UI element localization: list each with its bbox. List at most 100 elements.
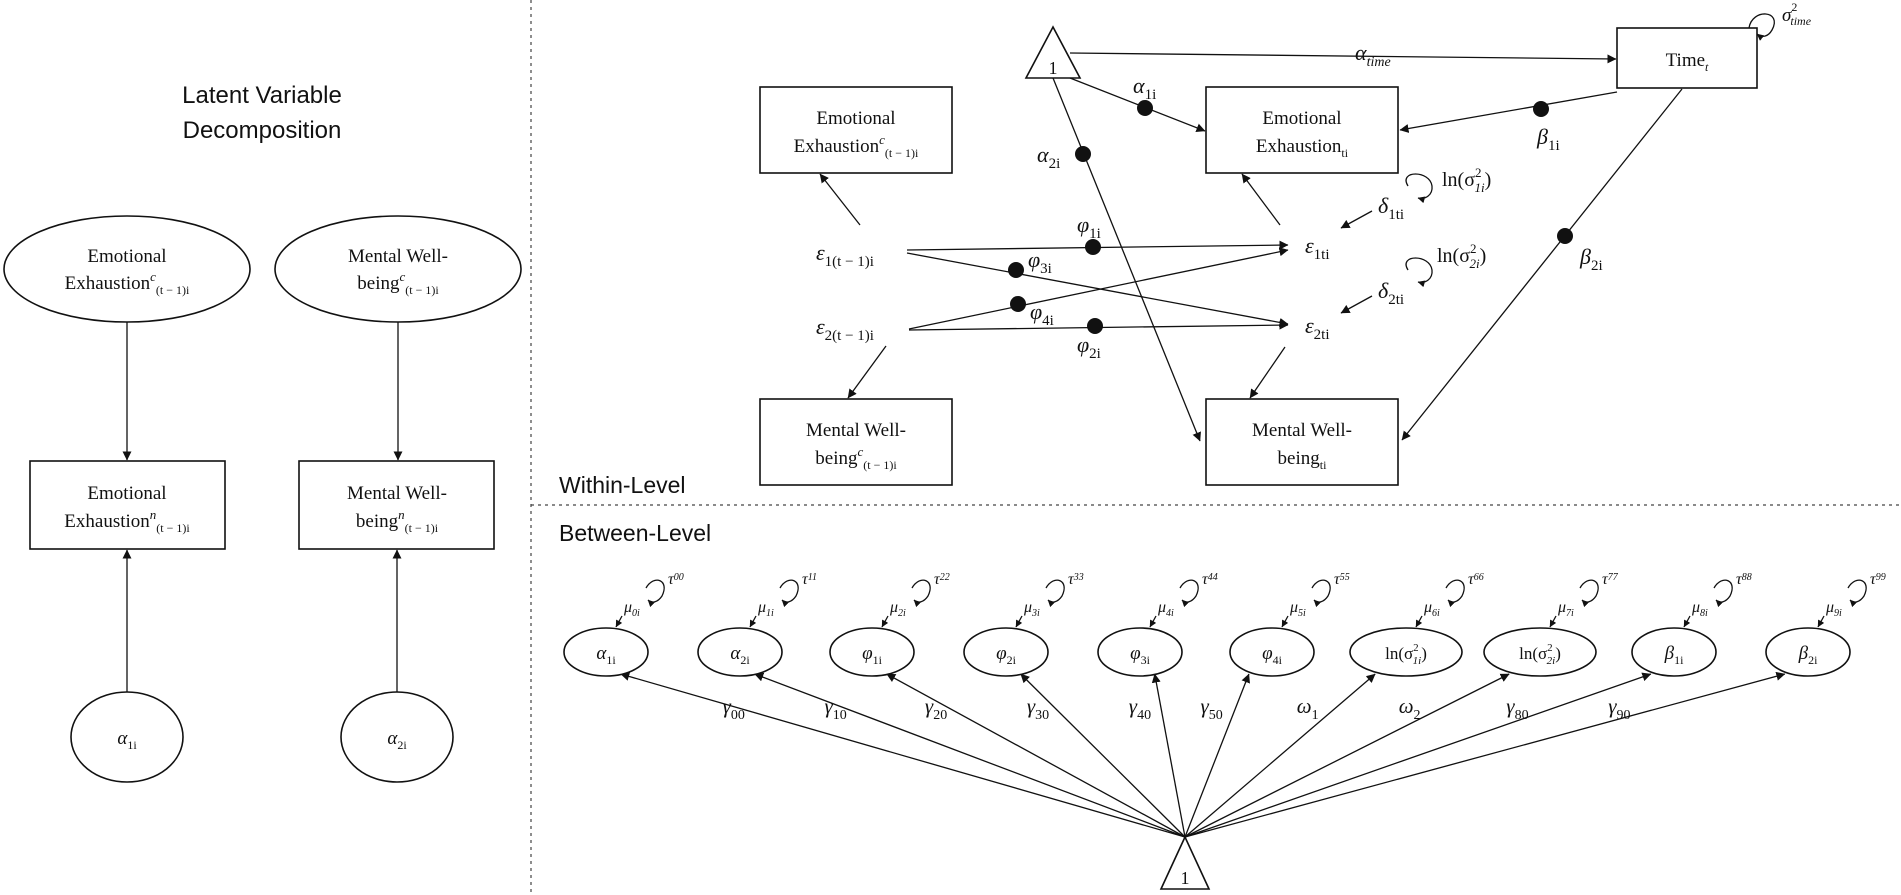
ee-lag-line2: Exhaustionc(t − 1)i [794, 132, 919, 160]
re-9-path [1184, 672, 1652, 838]
re-10-tau-label: τ99 [1870, 571, 1886, 588]
re-10-mu-label: μ9i [1825, 599, 1842, 619]
re-5-mu-label: μ4i [1157, 599, 1174, 619]
ee-lag-line1: Emotional [816, 108, 895, 129]
mw-box [1205, 398, 1399, 486]
re-6-variance-loop [1311, 579, 1331, 608]
re-9-variance-loop [1713, 579, 1733, 608]
delta2-arrow [1340, 295, 1373, 314]
re-4-mu-arrow [1015, 615, 1023, 628]
e2-to-mw [1249, 346, 1286, 399]
ee-observed-line2: Exhaustionn(t − 1)i [64, 507, 190, 535]
re-3-path [886, 673, 1186, 838]
beta1i-path [1399, 91, 1618, 133]
re-6-mu-arrow [1281, 615, 1289, 628]
re-10-variance-loop [1847, 579, 1867, 608]
re-8-tau-label: τ77 [1602, 571, 1619, 588]
phi3-dot [1008, 262, 1024, 278]
phi4-path [908, 247, 1289, 330]
between-level-panel: Between-Level 1 α1iμ0iτ00γ00α2iμ1iτ11γ10… [559, 520, 1886, 890]
beta2i-path [1401, 88, 1683, 441]
phi2-label: φ2i [1077, 332, 1101, 362]
alpha1i-label: α1i [1133, 73, 1156, 103]
re-2-coef-label: γ10 [825, 694, 847, 723]
re-1-label: α1i [596, 643, 616, 667]
re-10-coef-label: γ90 [1608, 694, 1630, 723]
re-9-label: β1i [1664, 643, 1684, 667]
re-4-tau-label: τ33 [1068, 571, 1084, 588]
re-9-ellipse [1631, 627, 1717, 677]
re-2-label: α2i [730, 643, 750, 667]
time-box [1616, 27, 1758, 89]
epsilon1-label: ε1ti [1305, 233, 1330, 263]
alpha-time-label: αtime [1355, 40, 1391, 70]
re-7-mu-arrow [1415, 615, 1423, 628]
re-1-mu-label: μ0i [623, 599, 640, 619]
mw-latent-line1: Mental Well- [348, 246, 448, 267]
beta2i-dot [1557, 228, 1573, 244]
mw-observed-box [298, 460, 495, 550]
re-7-ellipse [1349, 627, 1463, 677]
between-constant-triangle [1159, 835, 1211, 890]
ee-latent-line1: Emotional [87, 246, 166, 267]
beta2i-label: β2i [1579, 244, 1603, 274]
re-2-mu-arrow [749, 615, 757, 628]
delta1-label: δ1ti [1378, 193, 1404, 223]
re-5-coef-label: γ40 [1129, 694, 1151, 723]
re-6-mu-label: μ5i [1289, 599, 1306, 619]
re-7-path [1184, 673, 1376, 838]
mw-line2: beingti [1278, 448, 1328, 472]
re-8-mu-arrow [1549, 615, 1557, 628]
re-1-coef-label: γ00 [723, 694, 745, 723]
re-3-mu-label: μ2i [889, 599, 906, 619]
re-10-path [1184, 671, 1786, 838]
re-8-ellipse [1483, 627, 1597, 677]
phi2-dot [1087, 318, 1103, 334]
re-7-variance-loop [1445, 579, 1465, 608]
re-8-coef-label: ω2 [1399, 694, 1421, 723]
re-6-label: φ4i [1262, 643, 1283, 667]
alpha2i-dot [1075, 146, 1091, 162]
alpha2i-path [1052, 77, 1201, 442]
mw-line1: Mental Well- [1252, 420, 1352, 441]
epsilon2-label: ε2ti [1305, 313, 1330, 343]
re-5-label: φ3i [1130, 643, 1151, 667]
re-3-variance-loop [911, 579, 931, 608]
ee-box [1205, 86, 1399, 174]
decomposition-panel: Latent Variable Decomposition Emotional … [3, 82, 522, 783]
re-5-mu-arrow [1149, 615, 1157, 628]
re-3-mu-arrow [881, 615, 889, 628]
beta1i-dot [1533, 101, 1549, 117]
delta1-variance-loop [1405, 173, 1433, 204]
alpha1i-dot [1137, 100, 1153, 116]
re-5-variance-loop [1179, 579, 1199, 608]
re-2-variance-loop [779, 579, 799, 608]
ee-line2: Exhaustionti [1256, 136, 1349, 160]
time-variance-loop [1748, 13, 1775, 41]
re-1-ellipse [563, 627, 649, 677]
re-3-coef-label: γ20 [925, 694, 947, 723]
beta1i-label: β1i [1536, 124, 1560, 154]
re-9-mu-label: μ8i [1691, 599, 1708, 619]
re-7-coef-label: ω1 [1297, 694, 1319, 723]
re-1-mu-arrow [615, 615, 623, 628]
re-8-variance-loop [1579, 579, 1599, 608]
within-level-label: Within-Level [559, 472, 686, 498]
re-8-mu-label: μ7i [1557, 599, 1574, 619]
re-5-ellipse [1097, 627, 1183, 677]
phi1-label: φ1i [1077, 212, 1101, 242]
ee-latent-ellipse [3, 215, 251, 323]
re-7-mu-label: μ6i [1423, 599, 1440, 619]
decomposition-title-line1: Latent Variable [182, 82, 342, 109]
re-2-mu-label: μ1i [757, 599, 774, 619]
delta1-arrow [1340, 210, 1373, 229]
phi4-label: φ4i [1030, 299, 1054, 329]
within-constant-label: 1 [1049, 58, 1058, 78]
re-2-tau-label: τ11 [802, 571, 817, 588]
re-2-path [754, 672, 1186, 838]
re-3-ellipse [829, 627, 915, 677]
re-4-label: φ2i [996, 643, 1017, 667]
